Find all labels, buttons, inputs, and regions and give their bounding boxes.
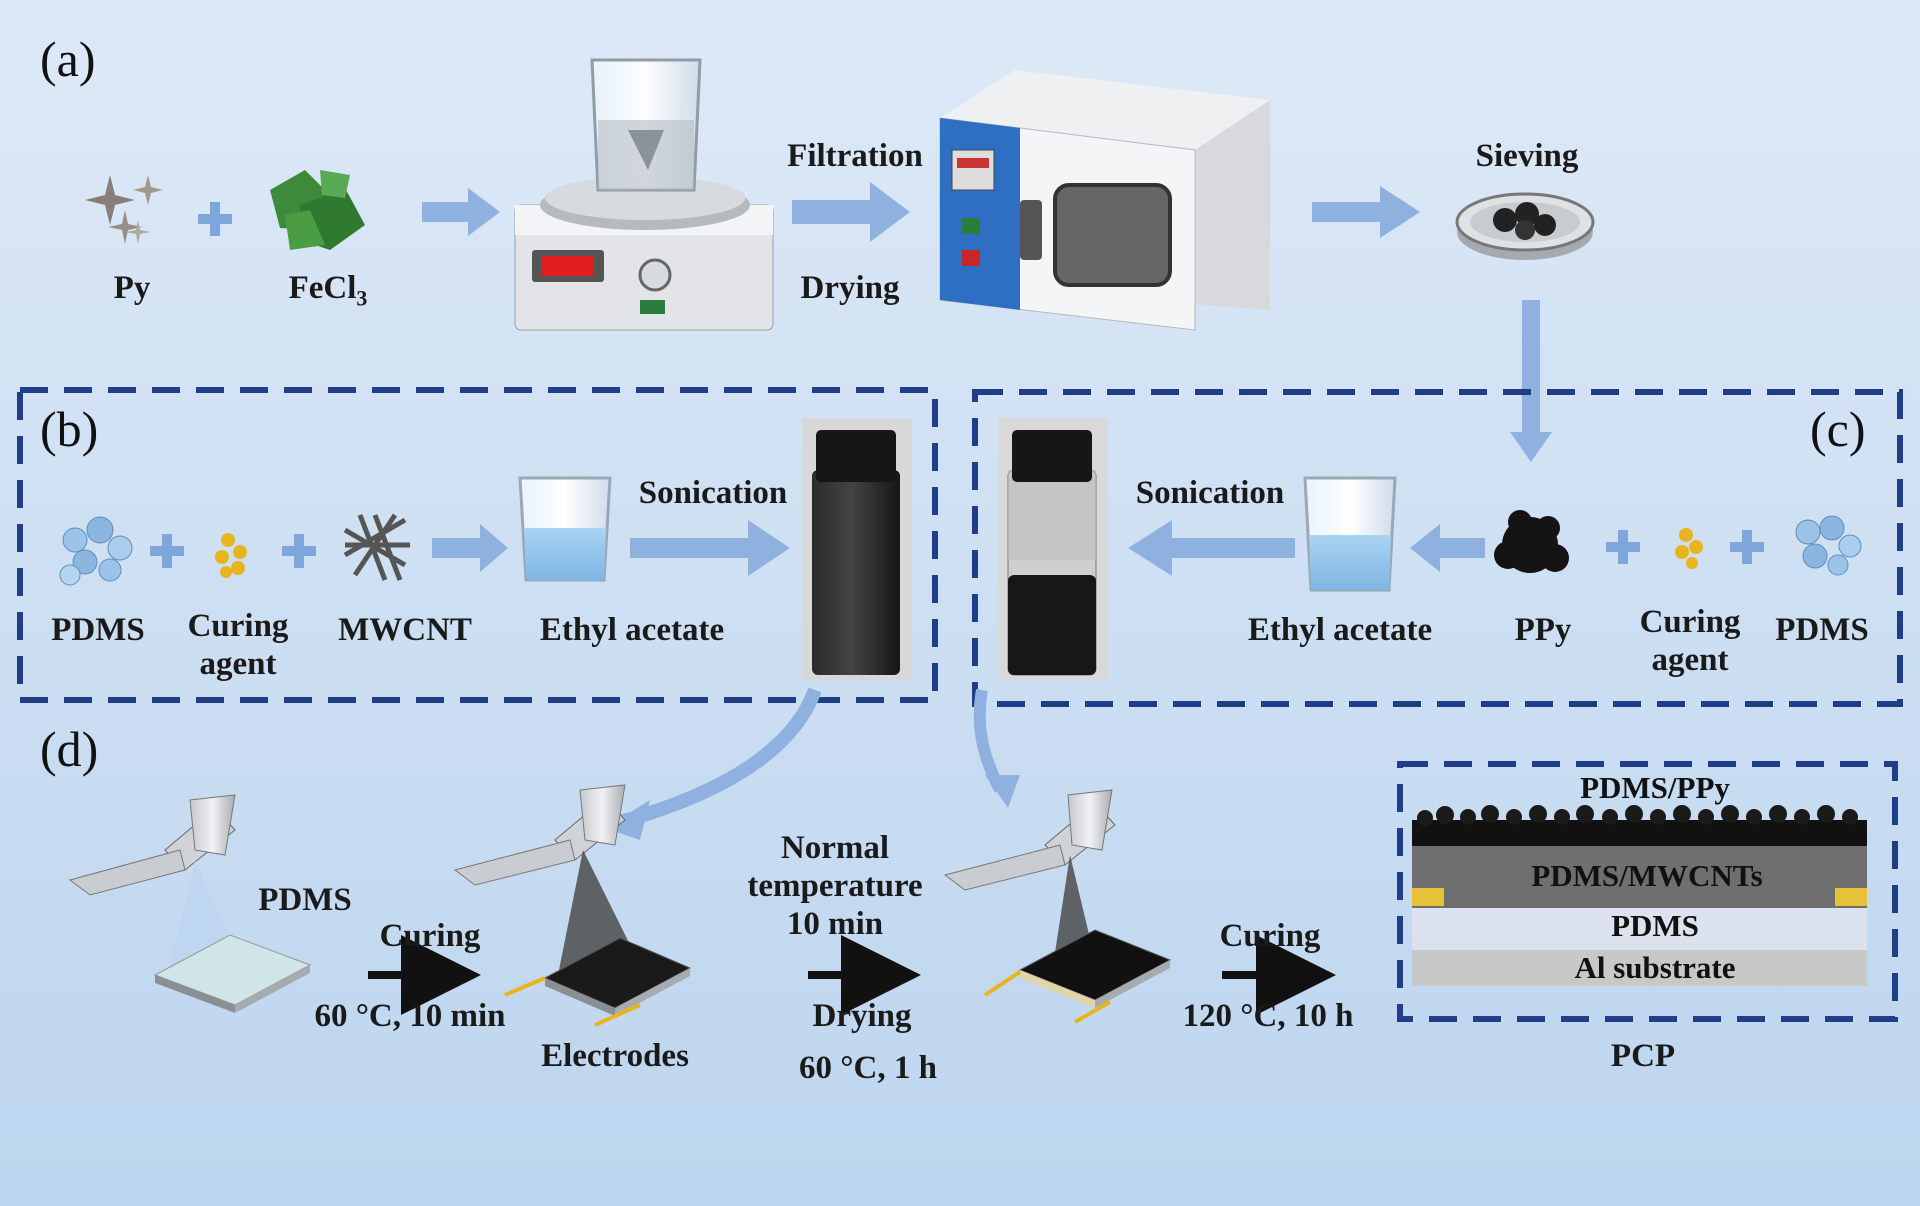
arrow-a3 (1312, 186, 1420, 238)
panel-label-d: (d) (40, 721, 99, 777)
label-sonication-b: Sonication (638, 475, 788, 511)
beaker-c-icon (1303, 476, 1397, 592)
arrow-c1 (1410, 524, 1485, 572)
label-pdms-c: PDMS (1775, 612, 1869, 648)
vial-c-photo (998, 418, 1108, 680)
spray-gun-icon (68, 794, 250, 985)
plus-icon (1730, 530, 1764, 564)
mwcnt-icon (343, 513, 410, 581)
label-cond-3: 120 °C, 10 h (1182, 998, 1354, 1034)
label-ethyl-acetate-b: Ethyl acetate (539, 612, 725, 648)
label-ppy: PPy (1514, 612, 1572, 648)
label-drying-d: Drying (812, 998, 912, 1034)
label-drying: Drying (800, 270, 900, 306)
ppy-icon (1494, 510, 1569, 573)
pcp-box (1397, 761, 1898, 1022)
label-sieving: Sieving (1475, 138, 1579, 174)
pdms-molecule-icon (59, 516, 133, 586)
label-pdms-d: PDMS (258, 882, 352, 918)
label-fecl3: FeCl3 (288, 270, 368, 311)
panel-c-box (972, 389, 1903, 707)
plus-icon (198, 202, 232, 236)
fecl3-icon (270, 170, 365, 250)
plus-icon (282, 534, 316, 568)
panel-b-box (17, 387, 938, 703)
label-mwcnt: MWCNT (338, 612, 472, 648)
py-icon (85, 175, 163, 244)
arrow-b1 (432, 524, 508, 572)
pdms-molecule-icon (1795, 515, 1862, 576)
magnetic-stirrer-icon (514, 58, 774, 331)
drying-oven-icon (939, 70, 1270, 331)
substrate-3 (983, 929, 1172, 1024)
plus-icon (150, 534, 184, 568)
substrate-1 (153, 934, 312, 1013)
sieve-icon (1455, 192, 1595, 260)
label-electrodes: Electrodes (541, 1038, 689, 1074)
label-cond-2: 60 °C, 1 h (799, 1050, 937, 1086)
arrow-sonication-b (630, 520, 790, 576)
label-pdms-b: PDMS (51, 612, 145, 648)
arrow-sonication-c (1128, 520, 1295, 576)
substrate-2 (504, 937, 692, 1027)
ppy-particles (1417, 805, 1858, 826)
pcp-layer-stack (1412, 820, 1867, 986)
arrow-down-sieve (1510, 300, 1552, 462)
layer-label-pdms: PDMS (1611, 908, 1699, 943)
curing-agent-icon (215, 533, 247, 578)
label-curing-1: Curing (379, 918, 481, 954)
vial-b-photo (802, 418, 912, 680)
panel-label-b: (b) (40, 401, 99, 457)
arrow-a1 (422, 188, 500, 236)
layer-label-pdms-ppy: PDMS/PPy (1580, 770, 1730, 805)
panel-label-c: (c) (1810, 401, 1866, 457)
label-curing-2: Curing (1219, 918, 1321, 954)
label-cond-1: 60 °C, 10 min (314, 998, 506, 1034)
arrow-filtration (792, 182, 910, 242)
curved-arrow-c-to-d (973, 688, 1020, 808)
label-pcp: PCP (1610, 1038, 1676, 1074)
plus-icon (1606, 530, 1640, 564)
panel-label-a: (a) (40, 31, 96, 87)
beaker-b-icon (518, 476, 612, 582)
curved-arrow-b-to-d (605, 687, 822, 840)
label-sonication-c: Sonication (1135, 475, 1285, 511)
layer-label-al-substrate: Al substrate (1574, 950, 1736, 985)
label-filtration: Filtration (787, 138, 923, 174)
label-ethyl-acetate-c: Ethyl acetate (1247, 612, 1433, 648)
label-py: Py (113, 270, 151, 306)
layer-label-pdms-mwcnts: PDMS/MWCNTs (1531, 858, 1763, 893)
curing-agent-icon (1675, 528, 1703, 569)
